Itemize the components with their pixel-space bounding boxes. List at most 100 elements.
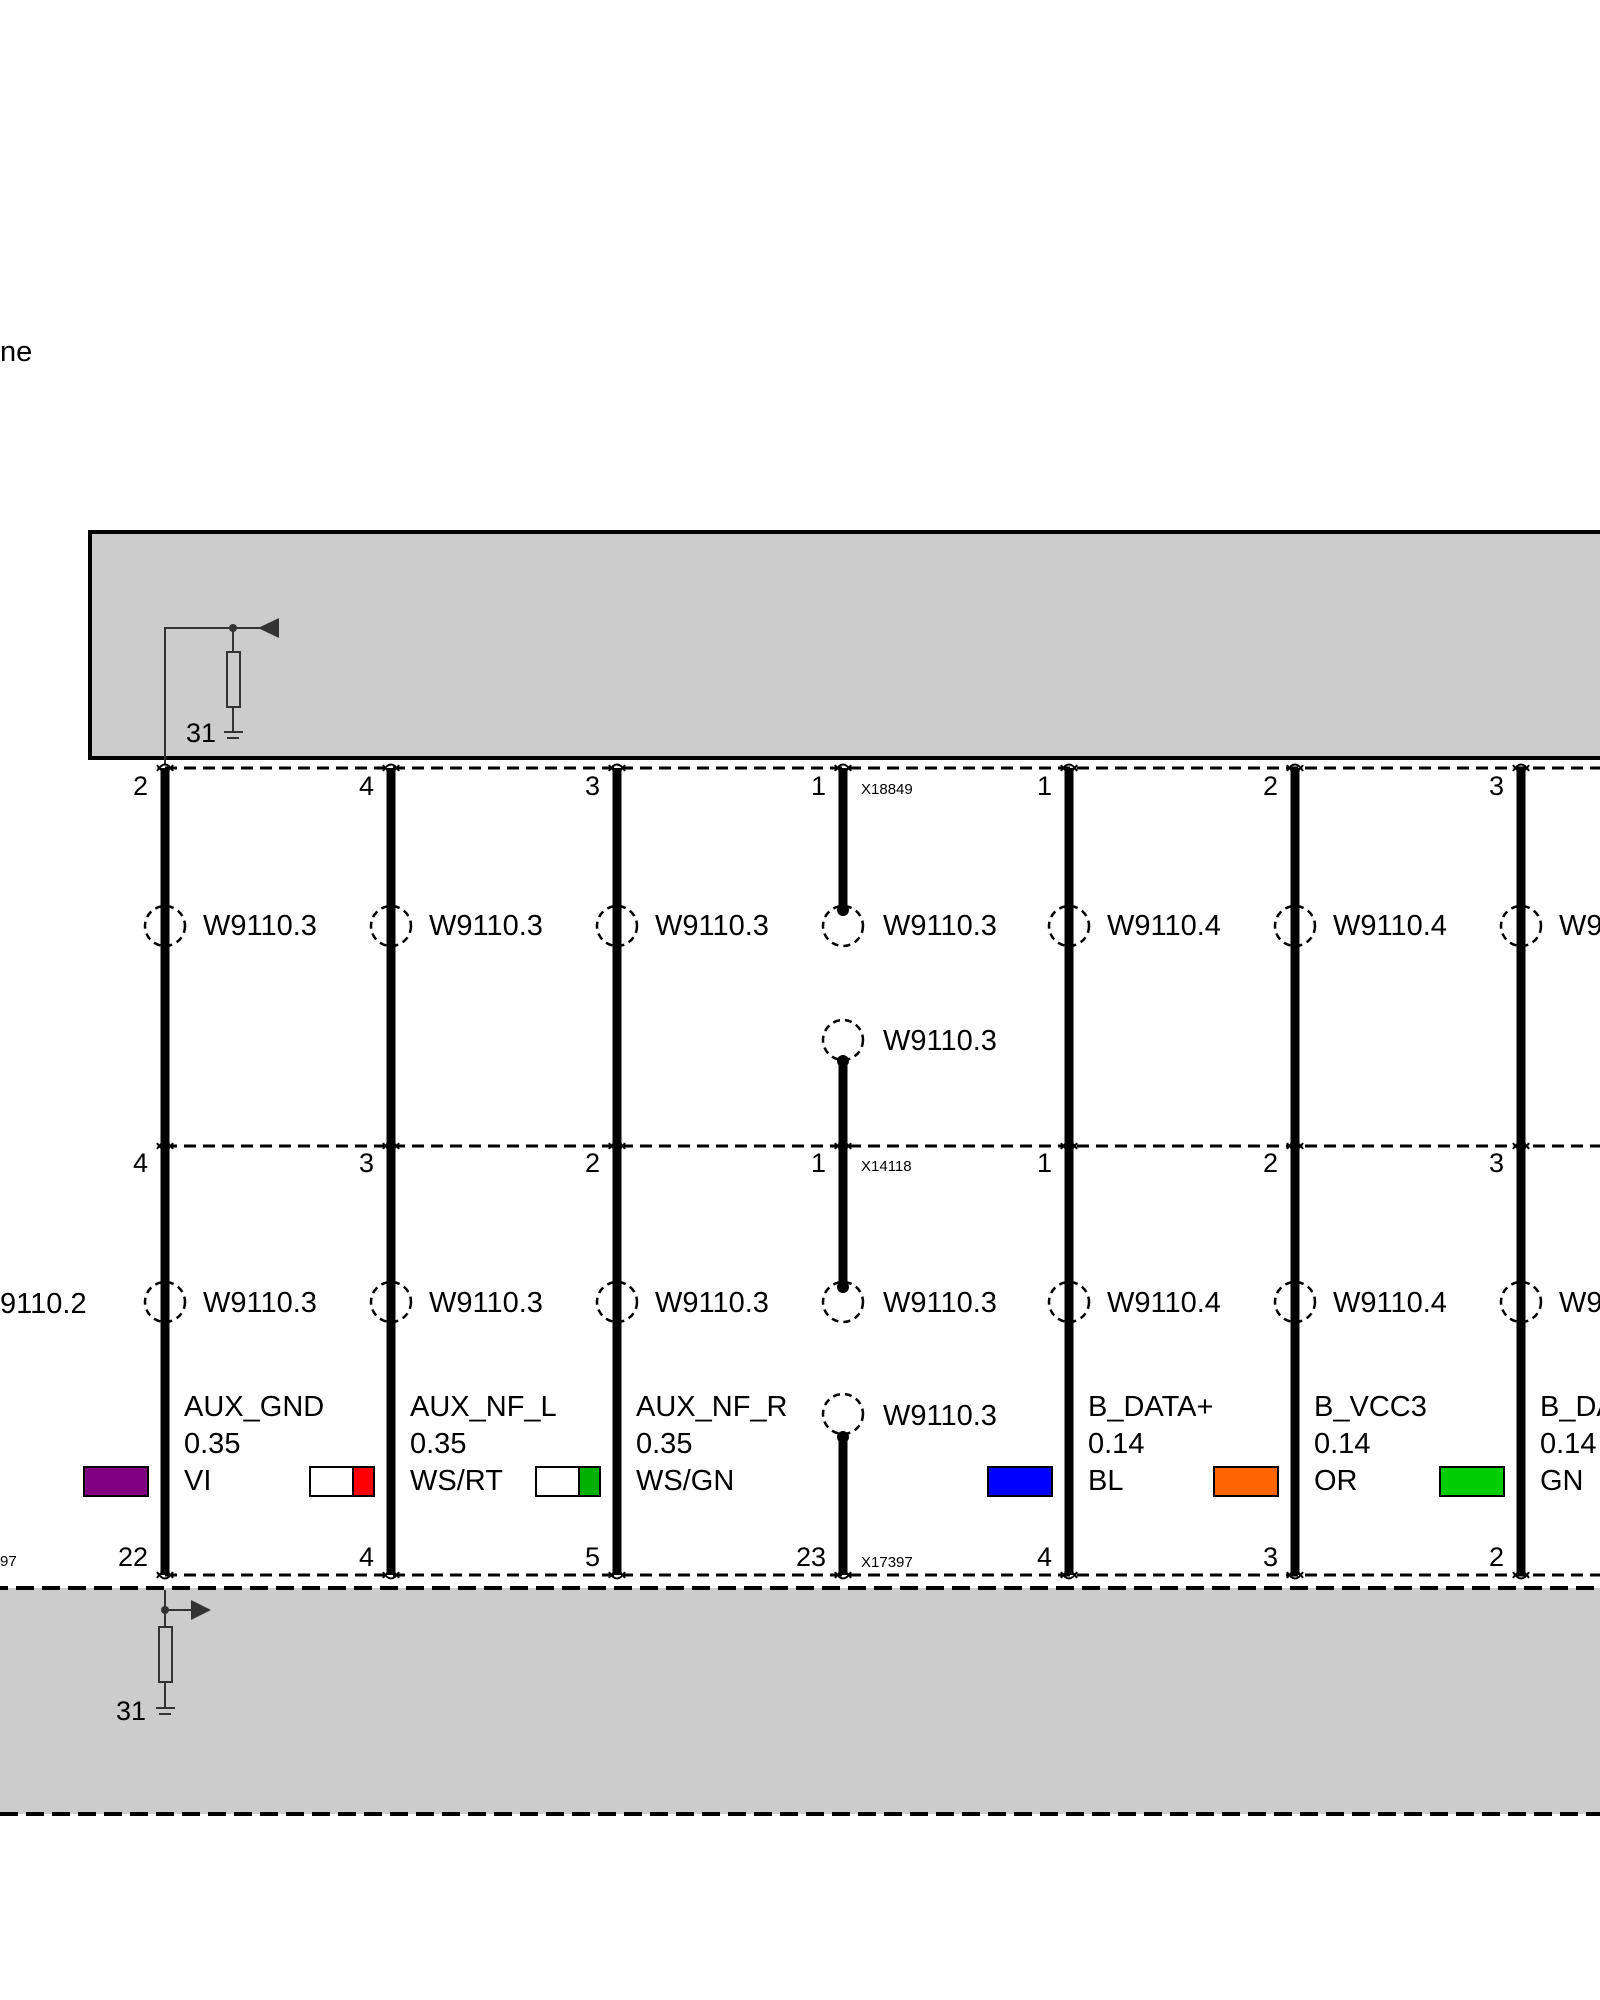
pin-contact [608,1571,626,1580]
pin-contact [1060,1142,1078,1151]
pin-number-middle: 4 [133,1148,148,1178]
pin-contact [1060,763,1078,772]
shield-icon [143,904,187,948]
left-partial-shield-label: /9110.2 [0,1288,87,1320]
wire-color-swatch [83,1466,149,1497]
signal-name: B_VCC3 [1314,1391,1427,1423]
pin-contact [834,764,852,773]
pin-contact [834,1570,852,1579]
top-ground-circuit [164,627,262,765]
signal-name: AUX_NF_R [636,1391,788,1423]
pin-contact [608,1570,626,1579]
shield-label: W9110.3 [203,910,317,942]
wires-layer: W9110.3W9110.32422AUX_GND0.35VIW9110.3W9… [83,763,1600,1580]
pin-contact [608,764,626,773]
shield-label: W9110.3 [883,1287,997,1319]
shield-label: W9110.3 [883,1400,997,1432]
wire-size: 0.14 [1314,1428,1370,1460]
pin-contact [382,1570,400,1579]
shield-icon [821,1280,865,1324]
pin-contact [1286,1141,1304,1150]
connector-label-middle: X14118 [861,1158,912,1175]
pin-contact [1286,1571,1304,1580]
pin-contact [1512,764,1530,773]
pin-contact [608,1141,626,1150]
wire-color-swatch [1439,1466,1505,1497]
pin-contact [834,1141,852,1150]
pin-contact [1286,764,1304,773]
pin-contact [1512,1141,1530,1150]
shield-label: W9110.4 [1333,910,1447,942]
pin-contact [834,1571,852,1580]
pin-number-top: 1 [811,771,826,801]
signal-name: AUX_NF_L [410,1391,557,1423]
pin-number-top: 1 [1037,771,1052,801]
pin-contact [382,1141,400,1150]
pin-contact [156,763,174,772]
bottom-module-box [0,1586,1600,1816]
pin-contact [1512,1570,1530,1579]
pin-contact [1512,763,1530,772]
shield-icon [821,904,865,948]
shield-icon [1047,904,1091,948]
wire-color-swatch [987,1466,1053,1497]
pin-contact [1060,1141,1078,1150]
pin-contact [1512,1571,1530,1580]
shield-icon [1047,1280,1091,1324]
shield-icon [821,1018,865,1062]
arrow-left-icon [258,618,279,638]
pin-contact [382,1142,400,1151]
shield-label: W9110.4 [1333,1287,1447,1319]
bottom-ground-circuit [156,1590,198,1715]
shield-icon [1273,1280,1317,1324]
pin-contact [1286,1570,1304,1579]
pin-contact [1060,1570,1078,1579]
shield-icon [821,1392,865,1436]
wire-size: 0.35 [184,1428,240,1460]
wire-color-code: OR [1314,1465,1358,1497]
shield-icon [369,1280,413,1324]
shield-icon [1273,904,1317,948]
wire-size: 0.14 [1088,1428,1144,1460]
pin-contact [1286,1142,1304,1151]
pin-number-bottom: 22 [118,1542,148,1572]
wire-color-stripe [352,1466,375,1497]
shield-label: W9 [1559,1287,1600,1319]
pin-number-top: 3 [1489,771,1504,801]
shield-label: W9110.3 [655,910,769,942]
splice-dot [837,1281,849,1293]
bottom-ground-label: 31 [116,1696,146,1726]
pin-contact [1512,1142,1530,1151]
header-partial-title: ne [0,336,32,368]
signal-name: B_DA [1540,1391,1600,1423]
shield-label: W9110.3 [655,1287,769,1319]
shield-icon [1499,904,1543,948]
shield-icon [143,1280,187,1324]
pin-number-bottom: 23 [796,1542,826,1572]
pin-contact [1060,1571,1078,1580]
shield-icon [1499,1280,1543,1324]
signal-name: AUX_GND [184,1391,324,1423]
pin-number-bottom: 2 [1489,1542,1504,1572]
wire-color-stripe [578,1466,601,1497]
pin-number-top: 2 [133,771,148,801]
pin-number-middle: 1 [1037,1148,1052,1178]
shield-label: W9110.3 [429,1287,543,1319]
pin-contact [156,1570,174,1579]
shield-icon [595,1280,639,1324]
shield-label: W9110.3 [883,1025,997,1057]
shield-label: W9110.3 [203,1287,317,1319]
junction-dot [161,1606,169,1614]
pin-contact [1286,763,1304,772]
pin-number-middle: 2 [1263,1148,1278,1178]
connector-label-top: X18849 [861,781,913,798]
arrow-right-icon [191,1600,211,1620]
pin-contact [382,763,400,772]
pin-number-middle: 3 [359,1148,374,1178]
bottom-partial-connector: 97 [0,1553,17,1570]
pin-contact [156,764,174,773]
shield-label: W9 [1559,910,1600,942]
shield-icon [369,904,413,948]
wire-color-code: WS/RT [410,1465,503,1497]
